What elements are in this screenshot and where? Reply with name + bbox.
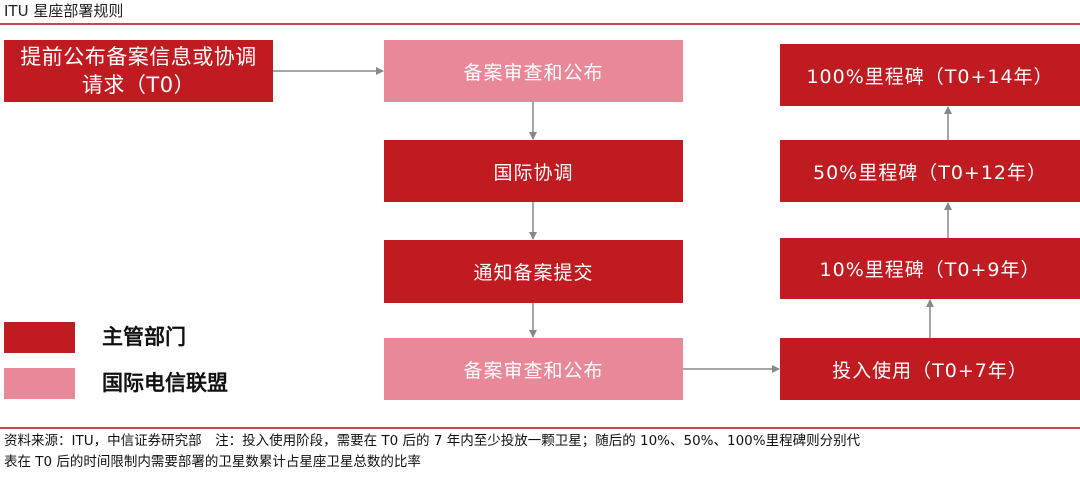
itu-review-publish-box-2: 备案审查和公布 [384,338,683,400]
itu-review-publish-box-1: 备案审查和公布 [384,40,683,102]
source-note: 资料来源：ITU，中信证券研究部 注：投入使用阶段，需要在 T0 后的 7 年内… [4,431,1078,473]
legend-swatch-authority [4,322,75,353]
milestone-100-box: 100%里程碑（T0+14年） [780,44,1080,106]
legend-swatch-itu [4,368,75,399]
milestone-10-box: 10%里程碑（T0+9年） [780,238,1080,299]
footer-rule [0,427,1080,429]
start-step-line1: 提前公布备案信息或协调 [20,45,257,69]
legend-label-authority: 主管部门 [102,325,186,349]
notification-submission-box: 通知备案提交 [384,240,683,303]
start-step-line2: 请求（T0） [81,73,196,97]
international-coordination-box: 国际协调 [384,140,683,202]
header-rule [0,23,1080,25]
legend-label-itu: 国际电信联盟 [102,371,228,395]
figure-title: ITU 星座部署规则 [4,2,124,20]
milestone-50-box: 50%里程碑（T0+12年） [780,140,1080,202]
source-note-line2: 表在 T0 后的时间限制内需要部署的卫星数累计占星座卫星总数的比率 [4,454,421,470]
start-step-box: 提前公布备案信息或协调 请求（T0） [4,40,273,102]
bring-into-use-box: 投入使用（T0+7年） [780,338,1080,400]
source-note-line1: 资料来源：ITU，中信证券研究部 注：投入使用阶段，需要在 T0 后的 7 年内… [4,433,861,449]
